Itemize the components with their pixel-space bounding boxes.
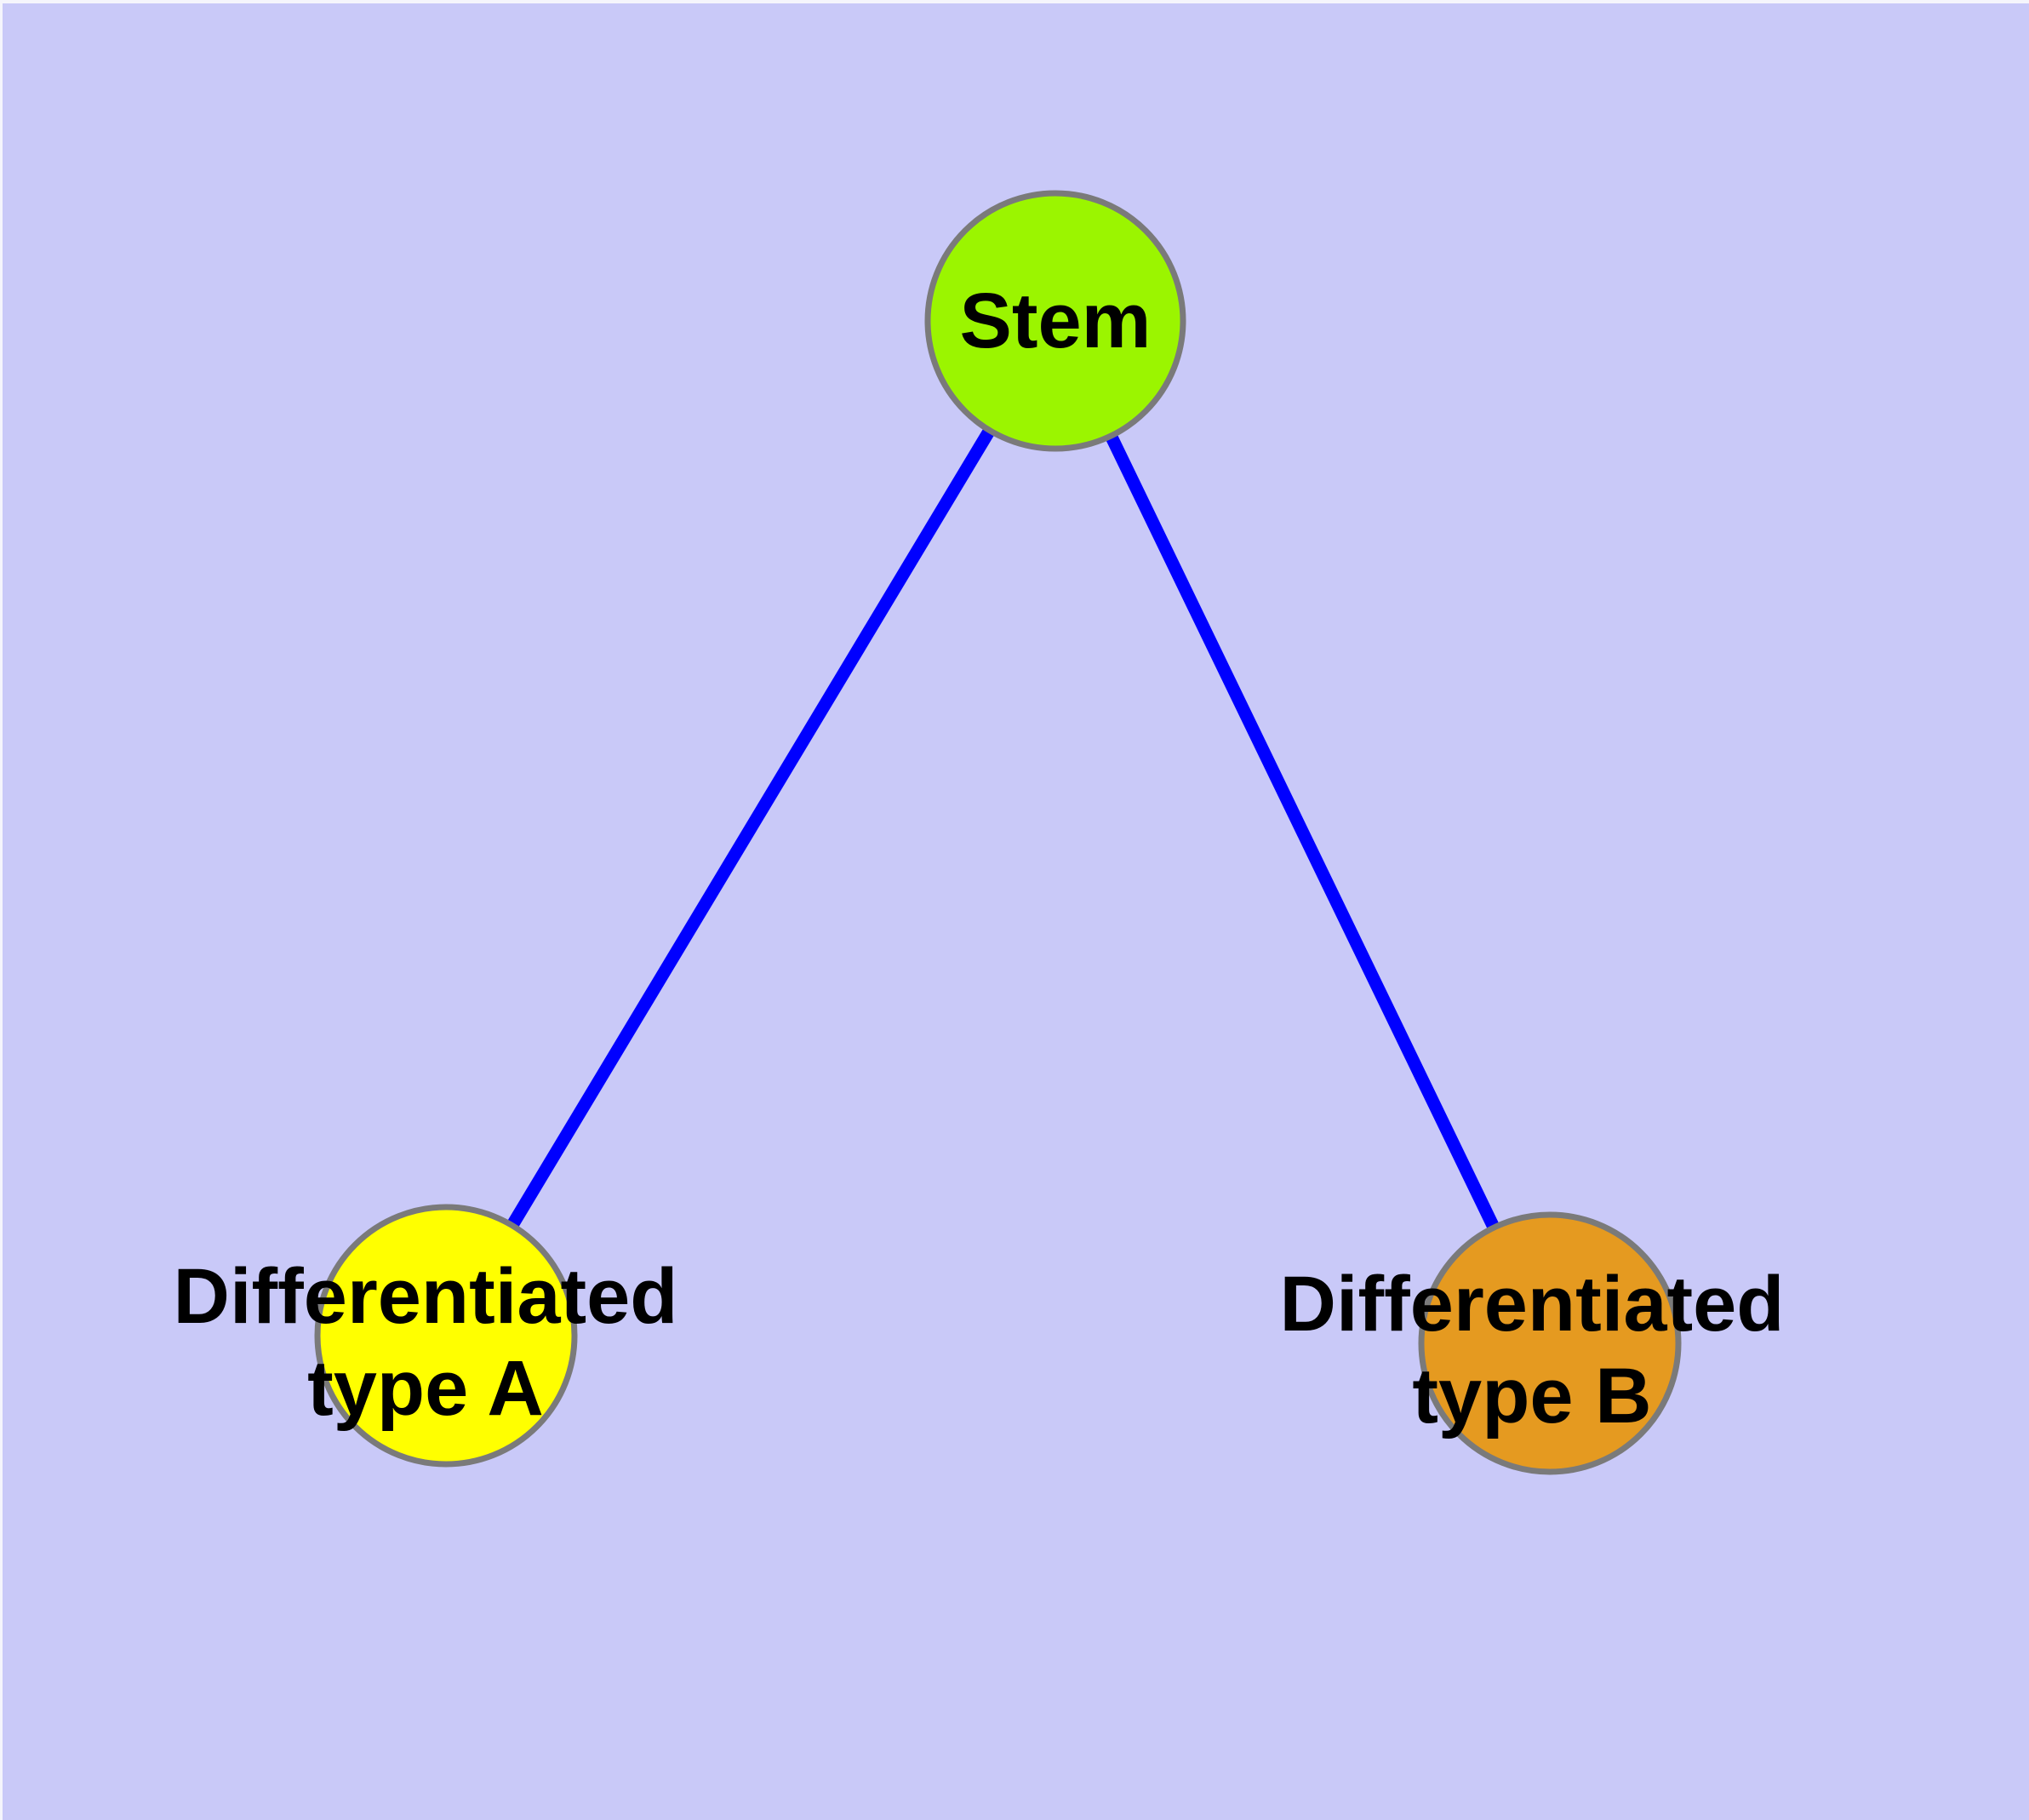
edge-stem-to-differentiated-type-b [1049,318,1556,1347]
node-differentiated-type-a-circle[interactable] [314,1204,578,1468]
edge-stem-to-differentiated-type-a [440,318,1061,1339]
node-stem-circle[interactable] [924,190,1186,452]
graph-canvas [314,190,1682,1475]
node-differentiated-type-b-circle[interactable] [1418,1211,1682,1475]
